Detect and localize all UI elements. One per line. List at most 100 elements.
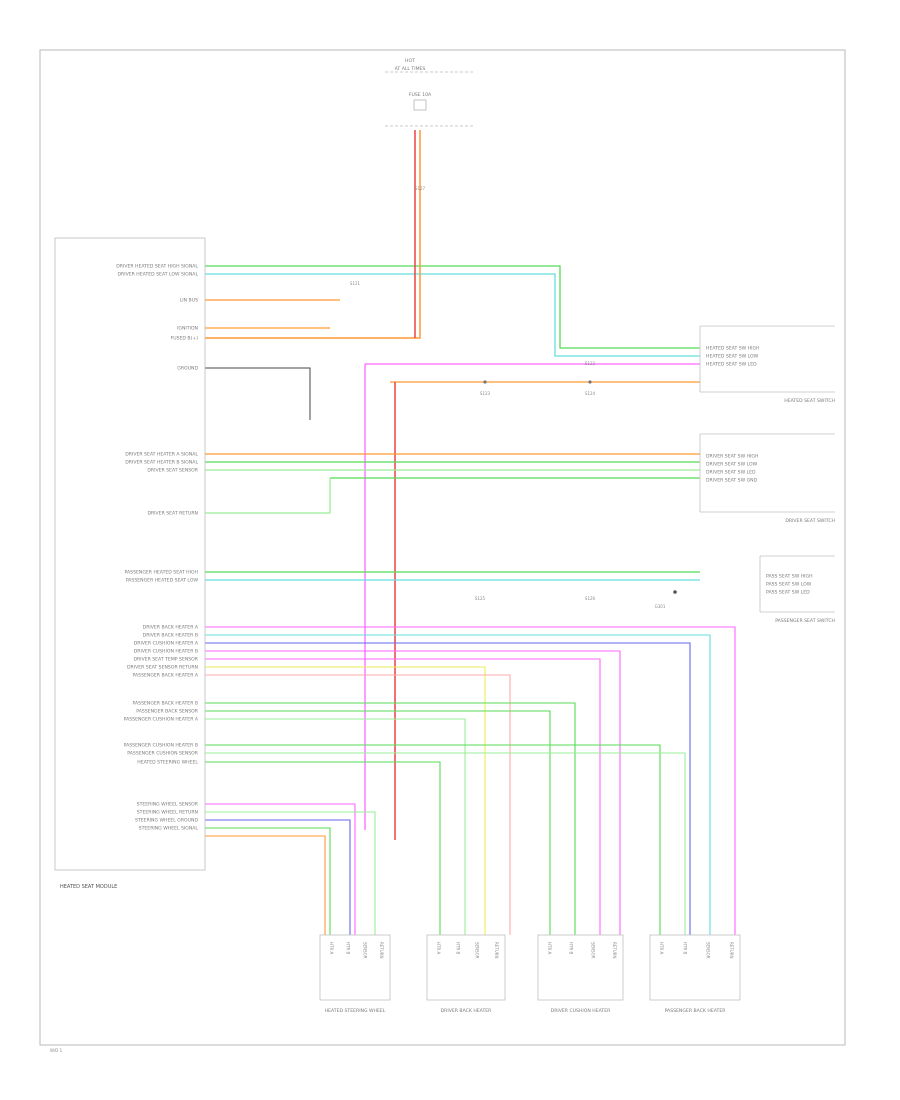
- left-module-pin-label-13: DRIVER BACK HEATER A: [143, 625, 199, 631]
- diagram-frame: [39, 49, 846, 1046]
- footer-code: W/D 1: [50, 1048, 63, 1053]
- splice-label-5: S125: [475, 596, 486, 601]
- bottom-element-1-pin-4: RETURN: [379, 942, 384, 958]
- right-connector-2-pin-4: DRIVER SEAT SW GND: [706, 478, 758, 484]
- left-module-pin-label-10: DRIVER SEAT RETURN: [147, 511, 198, 517]
- left-module-pin-label-16: DRIVER CUSHION HEATER B: [134, 649, 198, 655]
- battery-hot-label: HOT: [405, 58, 415, 64]
- bottom-element-3-pin-2: HTR B: [569, 942, 574, 955]
- bottom-element-1-pin-1: HTR A: [329, 942, 334, 955]
- right-connector-2-pin-1: DRIVER SEAT SW HIGH: [706, 454, 758, 460]
- wire-driver-seat-return-2: [205, 478, 331, 514]
- bottom-element-box-2: [426, 934, 506, 1001]
- left-module-pin-label-8: DRIVER SEAT HEATER B SIGNAL: [125, 460, 198, 466]
- bottom-element-label-2: DRIVER BACK HEATER: [441, 1008, 493, 1014]
- heater-wire-16: [205, 819, 351, 935]
- left-module-pin-label-22: PASSENGER CUSHION HEATER A: [124, 717, 199, 723]
- splice-dot-2: [588, 380, 592, 384]
- heater-wire-1: [205, 626, 736, 935]
- right-connector-2-pin-2: DRIVER SEAT SW LOW: [706, 462, 758, 468]
- heater-wire-9: [205, 710, 551, 935]
- left-module-label: HEATED SEAT MODULE: [60, 884, 117, 890]
- splice-label-1: S121: [350, 281, 361, 286]
- left-module-pin-label-9: DRIVER SEAT SENSOR: [147, 468, 198, 474]
- splice-label-4: S124: [585, 391, 596, 396]
- bottom-element-box-3: [537, 934, 624, 1001]
- heater-wire-5: [205, 658, 601, 935]
- left-module-pin-label-15: DRIVER CUSHION HEATER A: [134, 641, 199, 647]
- ground-dot: [673, 590, 677, 594]
- left-module-pin-label-20: PASSENGER BACK HEATER B: [133, 701, 198, 707]
- right-connector-label-3: PASSENGER SEAT SWITCH: [775, 618, 835, 624]
- bottom-element-2-pin-3: SENSOR: [475, 942, 480, 959]
- splice-label-2: S122: [585, 361, 596, 366]
- battery-hot-label-2: AT ALL TIMES: [395, 66, 426, 72]
- heater-wire-8: [205, 702, 576, 935]
- component-layer: [54, 71, 835, 1001]
- left-module-pin-label-7: DRIVER SEAT HEATER A SIGNAL: [125, 452, 198, 458]
- bottom-element-label-4: PASSENGER BACK HEATER: [665, 1008, 727, 1014]
- right-connector-1-pin-1: HEATED SEAT SW HIGH: [706, 346, 759, 352]
- fuse-label: FUSE 10A: [409, 92, 432, 98]
- bottom-element-3-pin-3: SENSOR: [590, 942, 595, 959]
- heater-wire-7: [205, 674, 511, 935]
- bottom-element-2-pin-1: HTR A: [436, 942, 441, 955]
- wire-ground: [205, 367, 311, 420]
- right-connector-2-pin-3: DRIVER SEAT SW LED: [706, 470, 756, 476]
- heater-wire-2: [205, 634, 711, 935]
- heater-wire-17: [205, 827, 331, 935]
- wire-heated-seat-low: [205, 273, 700, 357]
- left-module-pin-label-2: DRIVER HEATED SEAT LOW SIGNAL: [118, 272, 199, 278]
- bottom-element-3-pin-1: HTR A: [547, 942, 552, 955]
- right-connector-1-pin-2: HEATED SEAT SW LOW: [706, 354, 759, 360]
- bottom-element-box-4: [649, 934, 741, 1001]
- bottom-element-label-1: HEATED STEERING WHEEL: [325, 1008, 386, 1014]
- bottom-element-4-pin-3: SENSOR: [706, 942, 711, 959]
- left-module-pin-label-3: LIN BUS: [180, 298, 198, 304]
- wire-fused-b-main: [205, 130, 421, 339]
- left-module-pin-label-27: STEERING WHEEL RETURN: [137, 810, 198, 816]
- bottom-element-4-pin-1: HTR A: [659, 942, 664, 955]
- splice-label-6: S126: [585, 596, 596, 601]
- left-module-pin-label-19: PASSENGER BACK HEATER A: [133, 673, 199, 679]
- splice-label-3: S123: [480, 391, 491, 396]
- right-connector-label-1: HEATED SEAT SWITCH: [784, 398, 835, 404]
- left-module-pin-label-21: PASSENGER BACK SENSOR: [136, 709, 199, 715]
- left-module-pin-label-12: PASSENGER HEATED SEAT LOW: [126, 578, 199, 584]
- left-module-pin-label-26: STEERING WHEEL SENSOR: [137, 802, 199, 808]
- bottom-element-4-pin-4: RETURN: [729, 942, 734, 958]
- left-module-pin-label-24: PASSENGER CUSHION SENSOR: [127, 751, 198, 757]
- left-module-pin-label-1: DRIVER HEATED SEAT HIGH SIGNAL: [116, 264, 198, 270]
- left-module-box: [54, 237, 206, 871]
- bottom-element-label-3: DRIVER CUSHION HEATER: [551, 1008, 611, 1014]
- heater-wire-13: [205, 761, 441, 935]
- left-module-pin-label-4: IGNITION: [177, 326, 198, 332]
- label-layer: HOT AT ALL TIMES FUSE 10A HEATED SEAT MODUL…: [50, 58, 835, 1053]
- left-module-pin-label-6: GROUND: [177, 366, 198, 372]
- heater-wire-15: [205, 811, 376, 935]
- bottom-element-box-1: [319, 934, 391, 1001]
- right-connector-3-pin-3: PASS SEAT SW LED: [766, 590, 810, 596]
- bottom-element-1-pin-3: SENSOR: [362, 942, 367, 959]
- heater-wire-3: [205, 642, 691, 935]
- splice-label-7: S127: [415, 186, 426, 191]
- left-module-pin-label-18: DRIVER SEAT SENSOR RETURN: [127, 665, 198, 671]
- left-module-pin-label-14: DRIVER BACK HEATER B: [143, 633, 198, 639]
- heater-wire-14: [205, 803, 356, 935]
- right-connector-1-pin-3: HEATED SEAT SW LED: [706, 362, 757, 368]
- right-connector-3-pin-1: PASS SEAT SW HIGH: [766, 574, 813, 580]
- heater-wire-10: [205, 718, 466, 935]
- fuse-icon: [413, 99, 427, 111]
- heater-wire-6: [205, 666, 486, 935]
- ground-label: G301: [655, 604, 666, 609]
- bottom-element-2-pin-4: RETURN: [494, 942, 499, 958]
- left-module-pin-label-17: DRIVER SEAT TEMP SENSOR: [133, 657, 198, 663]
- left-module-pin-label-11: PASSENGER HEATED SEAT HIGH: [125, 570, 198, 576]
- wire-layer: [205, 130, 736, 935]
- left-module-pin-label-29: STEERING WHEEL SIGNAL: [139, 826, 199, 832]
- heater-wire-12: [205, 752, 686, 935]
- left-module-pin-label-25: HEATED STEERING WHEEL: [137, 760, 198, 766]
- splice-dot-1: [483, 380, 487, 384]
- left-module-pin-label-23: PASSENGER CUSHION HEATER B: [124, 743, 198, 749]
